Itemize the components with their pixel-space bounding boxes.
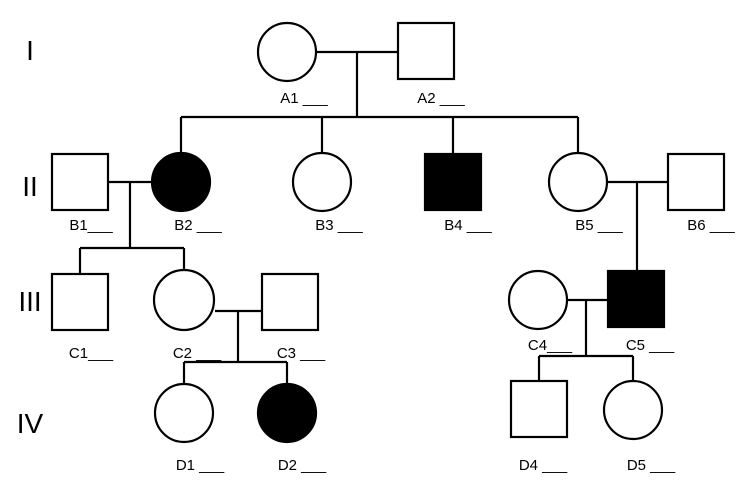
- male-symbol: [606, 269, 666, 329]
- individual-c5: C5 ___: [606, 269, 675, 354]
- male-symbol: [260, 272, 320, 332]
- female-symbol: [256, 21, 318, 83]
- female-symbol: [507, 269, 569, 331]
- individual-b3: B3 ___: [291, 151, 363, 234]
- male-symbol: [423, 152, 483, 212]
- female-symbol: [547, 151, 609, 213]
- individual-label: B2 ___: [174, 217, 222, 234]
- individual-label: B3 ___: [315, 217, 363, 234]
- individual-c4: C4___: [507, 269, 573, 354]
- individual-b4: B4 ___: [423, 152, 492, 234]
- individual-d5: D5 ___: [602, 379, 676, 474]
- connector-lines: [78, 50, 668, 384]
- male-symbol: [509, 379, 569, 439]
- individual-c2: C2 ___: [152, 268, 222, 362]
- male-symbol: [50, 272, 110, 332]
- female-symbol: [602, 379, 664, 441]
- generation-label-2: II: [22, 171, 38, 202]
- individual-b5: B5 ___: [547, 151, 623, 234]
- individual-label: A1 ___: [280, 90, 328, 107]
- female-symbol: [291, 151, 353, 213]
- individual-label: B4 ___: [444, 217, 492, 234]
- female-symbol: [152, 268, 216, 332]
- individual-label: B5 ___: [575, 217, 623, 234]
- individual-b2: B2 ___: [150, 151, 222, 234]
- male-symbol: [50, 152, 110, 212]
- individual-label: D1 ___: [176, 457, 225, 474]
- individual-label: C3 ___: [277, 345, 326, 362]
- individual-d2: D2 ___: [256, 382, 327, 474]
- individual-d4: D4 ___: [509, 379, 569, 474]
- individual-label: D4 ___: [519, 457, 568, 474]
- generation-label-3: III: [18, 286, 41, 317]
- individual-c1: C1___: [50, 272, 114, 362]
- female-symbol: [150, 151, 212, 213]
- individual-a2: A2 ___: [396, 21, 465, 107]
- individual-label: A2 ___: [417, 90, 465, 107]
- individual-b6: B6 ___: [666, 152, 735, 234]
- individual-label: D2 ___: [278, 457, 327, 474]
- individual-d1: D1 ___: [153, 382, 225, 474]
- male-symbol: [396, 21, 456, 81]
- individual-label: D5 ___: [627, 457, 676, 474]
- individual-c3: C3 ___: [260, 272, 326, 362]
- generation-label-1: I: [26, 35, 34, 66]
- individual-label: B1___: [69, 217, 113, 234]
- male-symbol: [666, 152, 726, 212]
- individual-a1: A1 ___: [256, 21, 328, 107]
- individual-b1: B1___: [50, 152, 113, 234]
- individual-label: C2 ___: [173, 345, 222, 362]
- individual-label: C4___: [528, 337, 573, 354]
- female-symbol: [153, 382, 215, 444]
- individual-label: C1___: [69, 345, 114, 362]
- individual-label: C5 ___: [626, 337, 675, 354]
- female-symbol: [256, 382, 318, 444]
- generation-label-4: IV: [17, 408, 44, 439]
- individual-label: B6 ___: [687, 217, 735, 234]
